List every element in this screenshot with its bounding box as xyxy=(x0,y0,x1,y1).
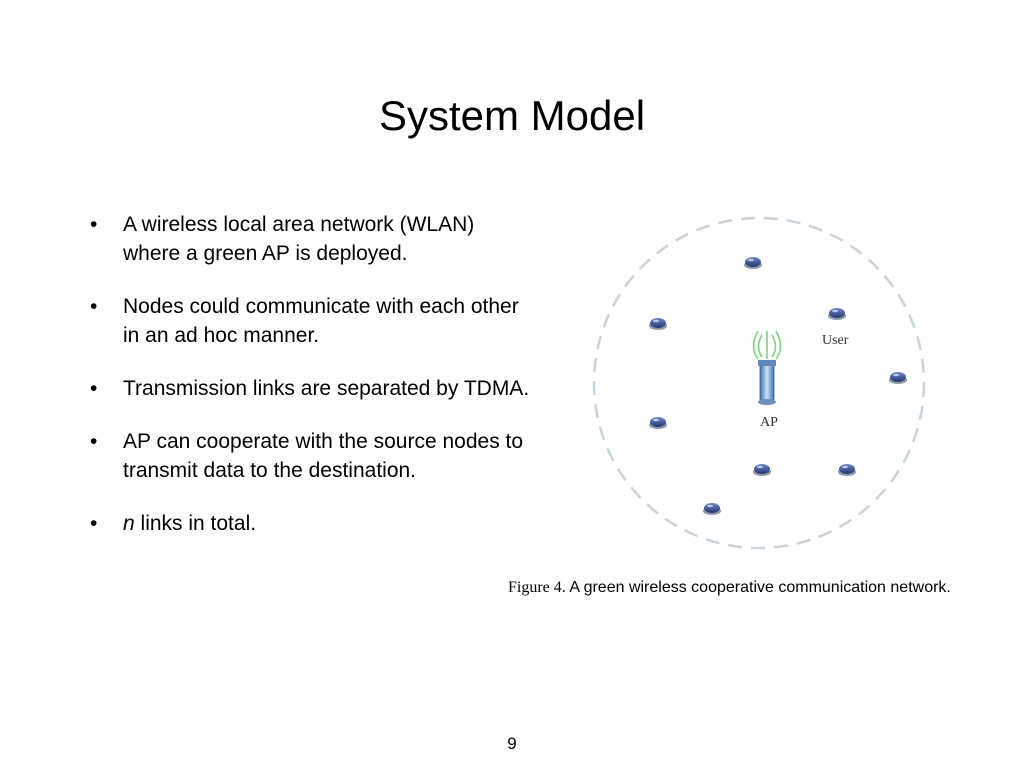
user-node xyxy=(828,308,846,320)
bullet-marker: • xyxy=(90,377,98,400)
network-figure: User AP xyxy=(585,205,935,570)
bullet-italic-variable: n xyxy=(123,512,135,535)
slide-title: System Model xyxy=(378,92,646,139)
user-node xyxy=(744,257,762,269)
bullet-marker: • xyxy=(90,213,98,236)
user-node xyxy=(753,464,771,476)
bullet-text: Transmission links are separated by TDMA… xyxy=(123,377,530,400)
user-node xyxy=(649,417,667,429)
bullet-item: • Nodes could communicate with each othe… xyxy=(90,292,530,350)
bullet-marker: • xyxy=(90,295,98,318)
caption-text: A green wireless cooperative communicati… xyxy=(565,579,951,596)
bullet-list: • A wireless local area network (WLAN) w… xyxy=(90,210,530,562)
bullet-marker: • xyxy=(90,430,98,453)
figure-caption: Figure 4. A green wireless cooperative c… xyxy=(508,578,1018,598)
user-node xyxy=(838,464,856,476)
caption-figure-label: Figure 4. xyxy=(508,579,566,596)
bullet-text: Nodes could communicate with each other … xyxy=(123,295,519,347)
network-diagram: User AP xyxy=(592,216,926,550)
bullet-item: • Transmission links are separated by TD… xyxy=(90,374,530,403)
bullet-item: • AP can cooperate with the source nodes… xyxy=(90,427,530,485)
page-number: 9 xyxy=(507,734,517,753)
bullet-item: • n links in total. xyxy=(90,509,530,538)
bullet-text: links in total. xyxy=(134,512,257,535)
access-point-icon xyxy=(752,330,782,405)
bullet-marker: • xyxy=(90,512,98,535)
bullet-text: A wireless local area network (WLAN) whe… xyxy=(123,213,475,265)
user-label: User xyxy=(822,333,849,348)
user-node xyxy=(649,318,667,330)
coverage-circle xyxy=(592,216,926,550)
bullet-text: AP can cooperate with the source nodes t… xyxy=(123,430,524,482)
user-node xyxy=(889,372,907,384)
user-node xyxy=(703,503,721,515)
ap-label: AP xyxy=(760,415,778,430)
bullet-item: • A wireless local area network (WLAN) w… xyxy=(90,210,530,268)
